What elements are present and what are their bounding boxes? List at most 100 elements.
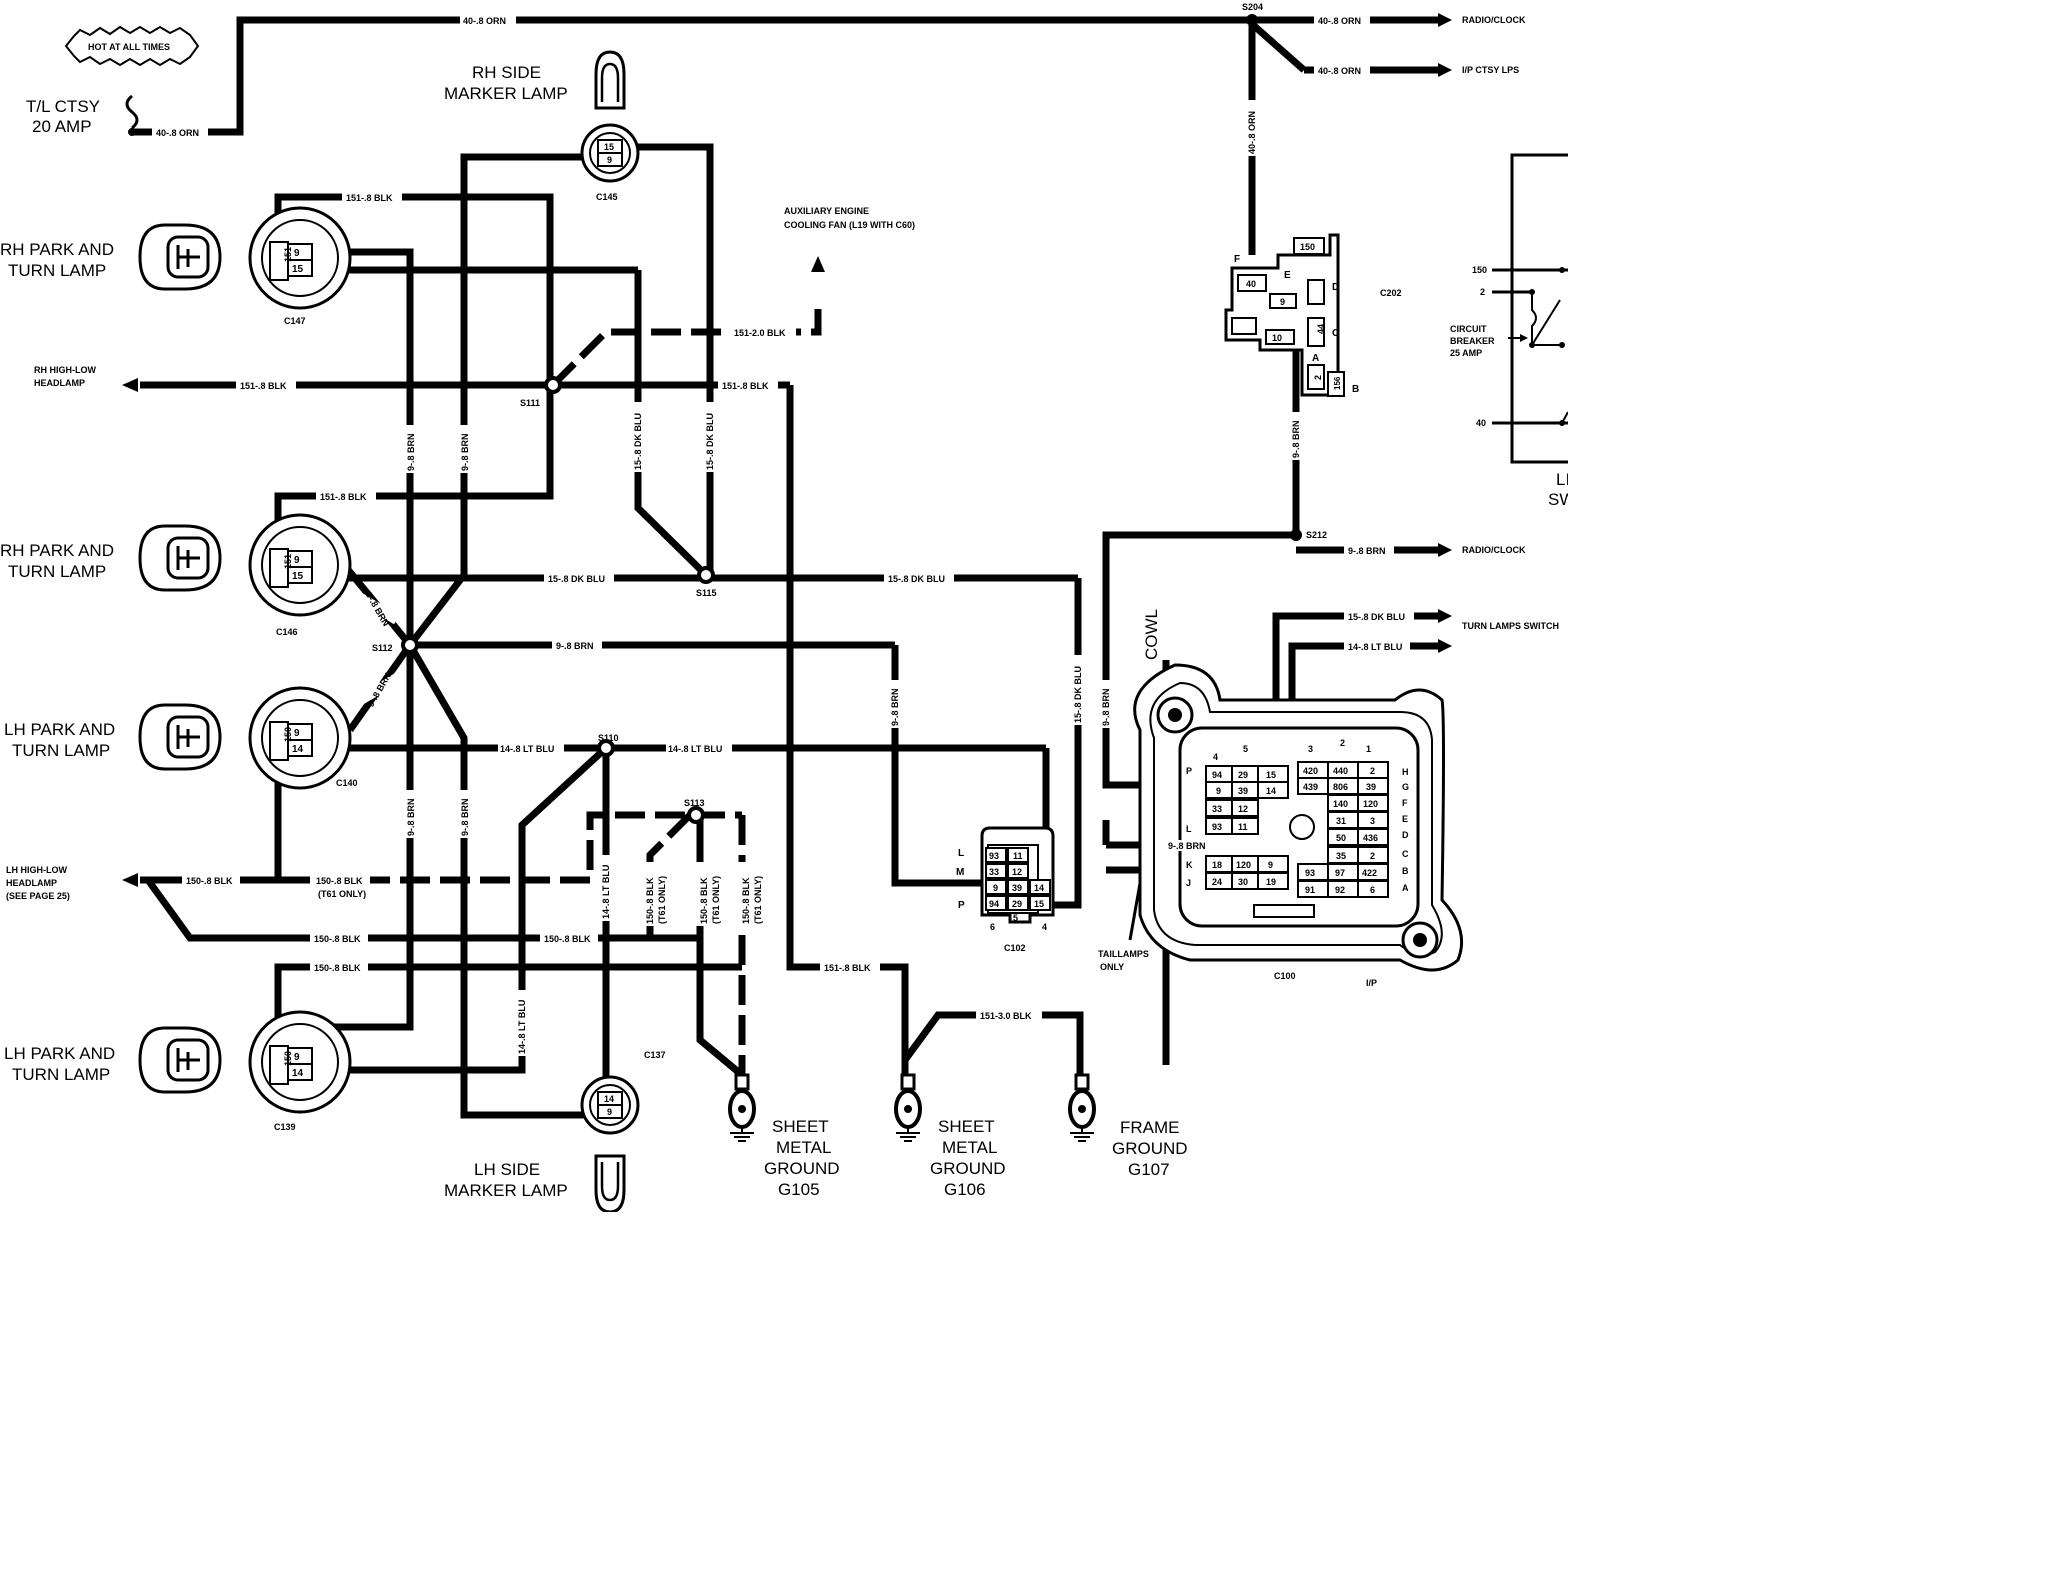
wire-label: 14-.8 LT BLU <box>1348 642 1402 652</box>
fuse-name: T/L CTSY <box>26 97 100 116</box>
pin-label: 4 <box>1042 922 1047 932</box>
connector-ids: C145 C147 C146 C140 C139 C137 C102 C100 … <box>274 2 1402 1132</box>
ground-g105-label: SHEET <box>772 1117 829 1136</box>
pin-label: 93 <box>989 851 999 861</box>
bulb-icon <box>138 223 222 291</box>
ground-g106-label: G106 <box>944 1180 986 1199</box>
ground-g107-label: GROUND <box>1112 1139 1188 1158</box>
wire-label: 9-.8 BRN <box>890 688 900 726</box>
splices <box>128 14 1302 824</box>
hot-note: HOT AT ALL TIMES <box>88 42 170 52</box>
pin-label: 29 <box>1238 770 1248 780</box>
pin-label: 93 <box>1212 822 1222 832</box>
pin-label: 150 <box>283 1051 293 1066</box>
wire-label: 9-.8 BRN <box>1291 420 1301 458</box>
wire-label: 150-.8 BLK <box>316 876 363 886</box>
wire-label: 151-.8 BLK <box>346 193 393 203</box>
row-label: A <box>1402 883 1409 893</box>
rh-park-turn-label: TURN LAMP <box>8 562 106 581</box>
pin-label: 6 <box>990 922 995 932</box>
arrow-radio-clock-2 <box>1438 543 1452 557</box>
wire-label: 14-.8 LT BLU <box>517 1000 527 1054</box>
pin-label: 94 <box>989 899 999 909</box>
rh-side-marker-label: RH SIDE <box>472 63 541 82</box>
ground-icon <box>728 1073 756 1142</box>
wire-label: 15-.8 DK BLU <box>705 413 715 470</box>
splice-s204 <box>1246 14 1258 26</box>
row-label: P <box>1186 766 1192 776</box>
wire-label: 40-.8 ORN <box>1318 66 1361 76</box>
wire-label: 151-2.0 BLK <box>734 328 786 338</box>
ground-g105-label: GROUND <box>764 1159 840 1178</box>
lh-park-turn-label: TURN LAMP <box>12 1065 110 1084</box>
pin-label: 15 <box>604 142 614 152</box>
pin-label: C <box>1332 328 1339 339</box>
wire-label: 15-.8 DK BLU <box>1348 612 1405 622</box>
pin-label: 92 <box>1335 885 1345 895</box>
pin-label: 14 <box>292 1068 304 1079</box>
pin-label: 40 <box>1246 279 1256 289</box>
pin-label: 9 <box>1216 786 1221 796</box>
pin-label: 39 <box>1366 782 1376 792</box>
bulb-icon <box>138 524 222 592</box>
pin-label: 2 <box>1370 766 1375 776</box>
lamp-socket-lh2: 150 9 14 <box>248 1010 352 1114</box>
bulb-icon <box>138 703 222 771</box>
connector-id: C147 <box>284 316 306 326</box>
socket-c145: 15 9 <box>580 123 640 183</box>
c102-grid: 93 11 33 12 9 39 14 94 29 15 <box>985 847 1051 911</box>
wire-label: 151-.8 BLK <box>320 492 367 502</box>
wire-label: 9-.8 BRN <box>460 798 470 836</box>
lamp-socket-lh1: 150 9 14 <box>248 686 352 790</box>
wire-blk150-c139 <box>274 963 742 1020</box>
pin-label: 19 <box>1266 877 1276 887</box>
wire-label: 9-.8 BRN <box>406 798 416 836</box>
lh-headlamp-label: (SEE PAGE 25) <box>6 891 70 901</box>
connector-id: C145 <box>596 192 618 202</box>
wire-brn-c102 <box>891 645 990 887</box>
pin-label: 12 <box>1238 804 1248 814</box>
arrow-lh-headlamp <box>122 873 138 887</box>
pin-label: 33 <box>1212 804 1222 814</box>
wire-label: 40-.8 ORN <box>1318 16 1361 26</box>
splice-s113 <box>687 806 705 824</box>
pin-label: 33 <box>989 867 999 877</box>
row-label: L <box>958 848 964 859</box>
pin-label: 9 <box>993 883 998 893</box>
pin-label: 11 <box>1238 822 1248 832</box>
lh-side-marker-label: LH SIDE <box>474 1160 540 1179</box>
ground-g106-label: METAL <box>942 1138 997 1157</box>
wire-blk150-t61 <box>280 811 742 884</box>
ground-g105-label: METAL <box>776 1138 831 1157</box>
fuse-rating: 20 AMP <box>32 117 92 136</box>
pin-label: 29 <box>1012 899 1022 909</box>
circuit-breaker-label: CIRCUIT <box>1450 324 1487 334</box>
row-label: E <box>1402 814 1408 824</box>
row-label: L <box>1186 824 1192 834</box>
wire-label: 40-.8 ORN <box>463 16 506 26</box>
lh-park-turn-label: LH PARK AND <box>4 1044 115 1063</box>
pin-label: 14 <box>604 1094 614 1104</box>
pin-label: 3 <box>1370 816 1375 826</box>
col-label: 3 <box>1308 744 1313 754</box>
pin-label: 50 <box>1336 833 1346 843</box>
pin-label: 14 <box>292 744 304 755</box>
splice-id: S110 <box>598 733 619 743</box>
splice-s112 <box>401 636 419 654</box>
aux-fan-label: AUXILIARY ENGINE <box>784 206 869 216</box>
wire-label: 151-3.0 BLK <box>980 1011 1032 1021</box>
wire-blk-g107 <box>902 1011 1084 1080</box>
arrow-aux-fan <box>811 256 825 272</box>
switch-label: LI <box>1556 470 1568 489</box>
wire-brn-v-lh <box>320 645 414 1031</box>
connector-c202: 150 E D F 40 9 10 44 C A 2 156 B <box>1224 233 1359 397</box>
pin-label: 14 <box>1034 883 1044 893</box>
connector-id: C100 <box>1274 971 1296 981</box>
pin-label: 156 <box>1333 376 1342 390</box>
splice-id: S111 <box>520 398 540 408</box>
row-label: H <box>1402 767 1409 777</box>
hot-burst-icon <box>64 25 200 67</box>
wire-blk-g106 <box>786 385 909 1080</box>
row-label: M <box>956 867 964 878</box>
pin-label: 9 <box>607 155 612 165</box>
